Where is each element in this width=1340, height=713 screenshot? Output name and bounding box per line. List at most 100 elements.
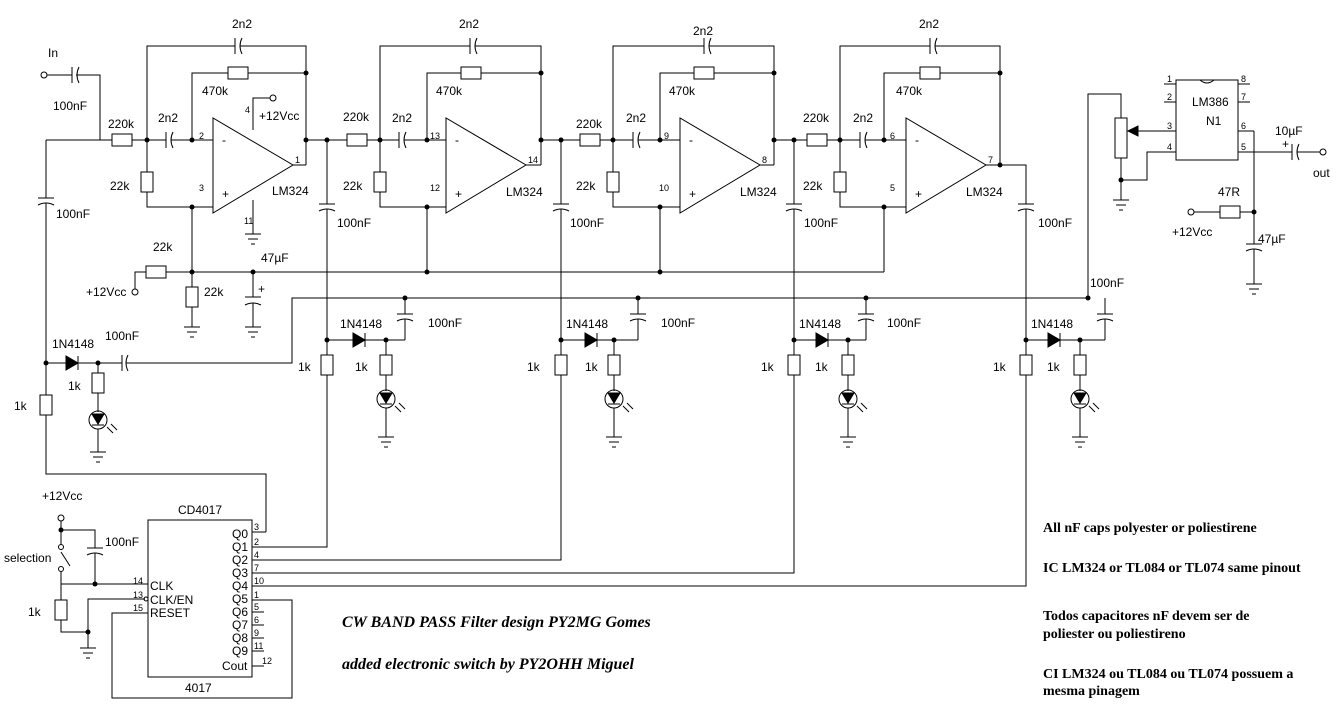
stage4-out-cap-label: 100nF <box>1038 216 1072 230</box>
svg-text:6: 6 <box>254 615 259 625</box>
svg-text:7: 7 <box>1241 92 1246 102</box>
stage4-r470k-label: 470k <box>896 84 923 98</box>
amp-ic-label: LM386 <box>1192 95 1229 109</box>
bias-cap-label: 47µF <box>261 251 289 265</box>
amp-r47-label: 47R <box>1218 185 1240 199</box>
filter-stage-3: 220k 2n2 2n2 470k - + LM324 9 10 8 22k <box>576 24 807 272</box>
input-cap-label: 100nF <box>53 99 87 113</box>
svg-text:14: 14 <box>133 576 143 586</box>
svg-text:8: 8 <box>762 155 767 165</box>
stage3-c2n2in-label: 2n2 <box>626 111 646 125</box>
stage2-out-cap-label: 100nF <box>570 216 604 230</box>
stage1-supply-label: +12Vcc <box>259 109 299 123</box>
stage1-c2n2fb-label: 2n2 <box>232 17 252 31</box>
stage1-r22k-label: 22k <box>110 179 130 193</box>
coupling-caps: 100nF 100nF 100nF <box>318 137 838 355</box>
svg-text:11: 11 <box>244 216 253 226</box>
detector-2: 1N4148 100nF 1k 1k <box>258 295 695 561</box>
stage4-r22k-label: 22k <box>803 179 823 193</box>
svg-text:-: - <box>915 133 919 147</box>
stage2-r470k-label: 470k <box>436 84 463 98</box>
svg-text:-: - <box>222 133 226 147</box>
svg-text:13: 13 <box>430 131 440 141</box>
svg-text:+: + <box>689 187 696 201</box>
det4-led-res-label: 1k <box>1047 360 1061 374</box>
svg-text:12: 12 <box>262 656 272 666</box>
svg-text:Q6: Q6 <box>232 605 248 619</box>
detector-3: 1N4148 100nF 1k 1k <box>258 295 921 574</box>
counter-section: CD4017 4017 Q0 Q1 Q2 Q3 Q4 Q5 Q6 Q7 Q8 Q… <box>4 489 293 699</box>
svg-text:1: 1 <box>254 590 259 600</box>
svg-text:Q0: Q0 <box>232 527 248 541</box>
stage4-c2n2in-label: 2n2 <box>853 111 873 125</box>
svg-text:5: 5 <box>1241 142 1246 152</box>
svg-text:CLK: CLK <box>150 579 173 593</box>
title-line-1: CW BAND PASS Filter design PY2MG Gomes <box>342 614 651 631</box>
det1-cap-label: 100nF <box>428 316 462 330</box>
det2-cap-label: 100nF <box>661 316 695 330</box>
svg-text:3: 3 <box>1167 121 1172 131</box>
svg-text:Q4: Q4 <box>232 579 248 593</box>
svg-text:7: 7 <box>254 563 259 573</box>
amp-ref-label: N1 <box>1206 114 1222 128</box>
left-res-label: 1k <box>14 399 28 413</box>
svg-text:Q8: Q8 <box>232 631 248 645</box>
left-led-res-label: 1k <box>68 379 82 393</box>
note-2: IC LM324 or TL084 or TL074 same pinout <box>1043 561 1301 576</box>
det3-led-res-label: 1k <box>815 360 829 374</box>
det4-diode-label: 1N4148 <box>1031 317 1073 331</box>
svg-text:Q7: Q7 <box>232 618 248 632</box>
stage2-opamp-label: LM324 <box>506 185 543 199</box>
svg-text:8: 8 <box>1241 74 1246 84</box>
svg-text:Q5: Q5 <box>232 592 248 606</box>
svg-text:13: 13 <box>133 590 143 600</box>
stage4-opamp-label: LM324 <box>966 185 1003 199</box>
svg-text:+: + <box>1282 137 1289 151</box>
svg-text:6: 6 <box>890 131 895 141</box>
det4-res-label: 1k <box>993 360 1007 374</box>
counter-cap-label: 100nF <box>105 535 139 549</box>
left-detector: 100nF 1k 1N4148 100nF 1k <box>14 140 1088 532</box>
svg-text:1: 1 <box>295 155 300 165</box>
input-section: In 100nF <box>40 46 112 141</box>
det2-led-res-label: 1k <box>585 360 599 374</box>
svg-text:CLK/EN: CLK/EN <box>150 593 193 607</box>
svg-text:12: 12 <box>430 183 440 193</box>
bias-r22k-label: 22k <box>153 240 173 254</box>
stage1-r220k-label: 220k <box>108 117 135 131</box>
counter-res-label: 1k <box>28 605 42 619</box>
svg-text:3: 3 <box>254 522 259 532</box>
output-amplifier: 100nF 1 2 3 4 8 7 6 5 LM386 N1 + 10µF <box>1085 74 1330 301</box>
stage1-r470k-label: 470k <box>202 84 229 98</box>
svg-text:-: - <box>689 133 693 147</box>
stage1-out-cap-label: 100nF <box>337 216 371 230</box>
left-cap-label: 100nF <box>56 207 90 221</box>
stage1-c2n2in-label: 2n2 <box>158 111 178 125</box>
note-5: CI LM324 ou TL084 ou TL074 possuem a <box>1043 667 1293 682</box>
filter-stage-4: 220k 2n2 2n2 470k - + LM324 6 5 7 22k <box>803 17 1072 355</box>
svg-text:11: 11 <box>254 641 263 651</box>
amp-decoup-label: 47µF <box>1258 232 1286 246</box>
note-3: Todos capacitores nF devem ser de <box>1043 609 1250 624</box>
svg-text:9: 9 <box>254 628 259 638</box>
det1-diode-label: 1N4148 <box>340 317 382 331</box>
notes-block: All nF caps polyester or poliestirene IC… <box>1043 521 1301 699</box>
det3-cap-label: 100nF <box>887 316 921 330</box>
svg-text:10: 10 <box>659 183 669 193</box>
svg-text:14: 14 <box>528 155 538 165</box>
filter-stage-1: 220k 2n2 2n2 470k - + LM324 +12Vcc 2 3 1 <box>108 17 347 245</box>
stage4-r220k-label: 220k <box>803 111 830 125</box>
svg-text:15: 15 <box>133 603 143 613</box>
det2-diode-label: 1N4148 <box>566 317 608 331</box>
title-block: CW BAND PASS Filter design PY2MG Gomes a… <box>342 614 651 673</box>
bias-network: 22k +12Vcc 22k + 47µF <box>86 207 884 338</box>
svg-text:5: 5 <box>890 183 895 193</box>
det1-res-label: 1k <box>298 360 312 374</box>
stage2-r22k-label: 22k <box>343 179 363 193</box>
svg-text:Q1: Q1 <box>232 540 248 554</box>
stage1-opamp-label: LM324 <box>272 184 309 198</box>
stage3-opamp-label: LM324 <box>740 185 777 199</box>
left-cap2-label: 100nF <box>105 329 139 343</box>
counter-label: CD4017 <box>178 503 222 517</box>
svg-text:1: 1 <box>1167 74 1172 84</box>
